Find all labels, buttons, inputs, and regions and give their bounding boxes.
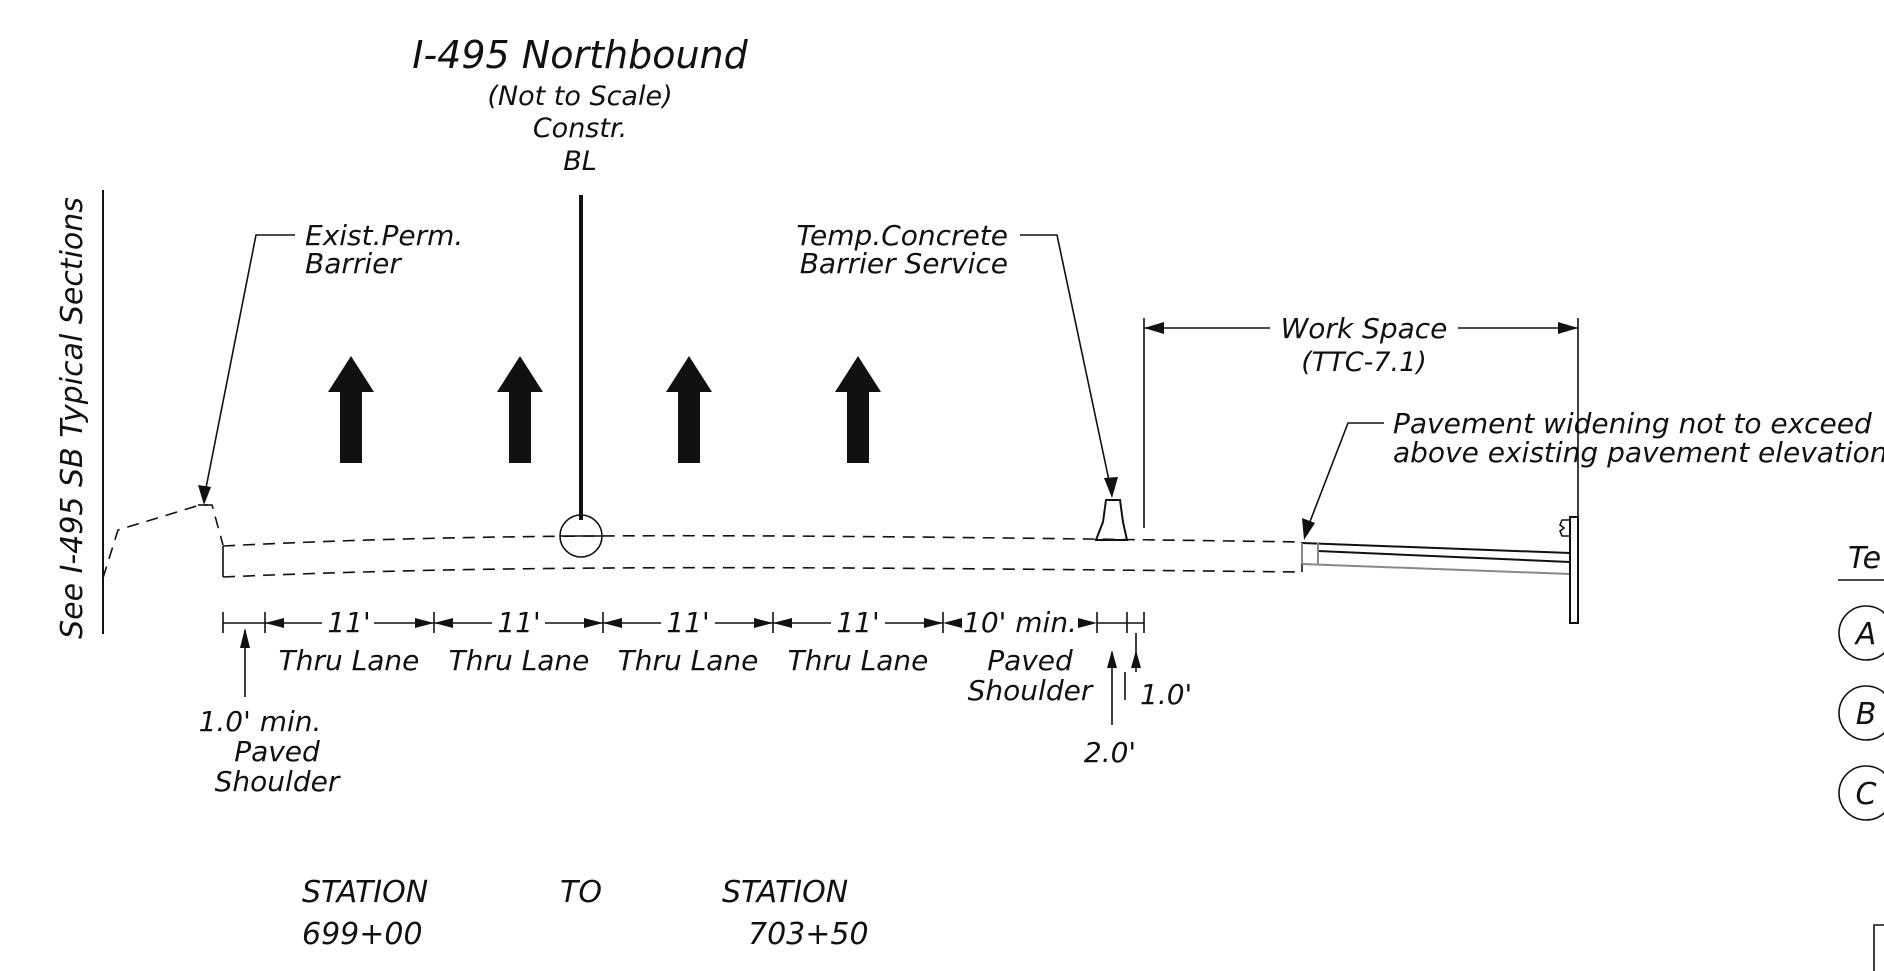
lane-2-label: Thru Lane: [449, 644, 590, 677]
offset-a-label: 1.0': [1140, 678, 1192, 711]
legend-item-c-circle: [1838, 765, 1884, 821]
lane-1-width: 11': [327, 606, 370, 639]
legend-item-b-circle: [1838, 685, 1884, 741]
work-space-arrow-right: [1558, 322, 1578, 334]
lane-4-width: 11': [836, 606, 879, 639]
legend-frame-corner: [1873, 924, 1884, 971]
pavement-widening-label: Pavement widening not to exceed: [1393, 407, 1872, 440]
station-to-word: TO: [560, 875, 602, 910]
dim-arrow: [924, 618, 943, 628]
exist-barrier-label-2: Barrier: [305, 247, 402, 280]
shoulder-label-2: Shoulder: [968, 674, 1094, 707]
legend-item-b: B: [1856, 697, 1877, 732]
pavement-bottom-existing: [222, 566, 1303, 578]
exist-barrier-label: Exist.Perm.: [305, 219, 463, 252]
left-shoulder-width: 1.0' min.: [199, 705, 322, 738]
station-to-value: 703+50: [748, 917, 869, 952]
pavement-widening-label-2: above existing pavement elevation: [1393, 436, 1884, 469]
dim-arrow: [265, 618, 284, 628]
temp-barrier-label-2: Barrier Service: [800, 247, 1008, 280]
lane-3-width: 11': [666, 606, 709, 639]
direction-arrow: [497, 356, 543, 463]
dim-arrow: [754, 618, 773, 628]
widening-subbase: [1301, 563, 1571, 575]
dim-arrow: [415, 618, 434, 628]
left-shoulder-label-2: Shoulder: [215, 765, 341, 798]
temp-barrier-label: Temp.Concrete: [796, 219, 1008, 252]
offset-b-label: 2.0': [1084, 736, 1136, 769]
dim-arrow: [434, 618, 453, 628]
direction-arrow: [835, 356, 881, 463]
legend-item-c: C: [1856, 777, 1877, 812]
legend-heading: Te: [1848, 541, 1881, 576]
legend-item-a-circle: [1838, 605, 1884, 661]
pavement-widening-leader: [1305, 422, 1384, 533]
work-space-arrow-left: [1144, 322, 1164, 334]
direction-arrow: [666, 356, 712, 463]
drawing-subtitle: (Not to Scale): [487, 81, 672, 112]
lane-2-width: 11': [497, 606, 540, 639]
existing-ground-profile: [102, 504, 224, 579]
shoulder-label: Paved: [987, 644, 1073, 677]
widening-top: [1301, 542, 1571, 554]
lane-3-label: Thru Lane: [618, 644, 759, 677]
temp-barrier-leader: [1020, 234, 1112, 491]
left-shoulder-arrowhead: [240, 628, 250, 648]
temp-barrier-arrowhead: [1104, 477, 1118, 498]
left-shoulder-label: Paved: [234, 735, 320, 768]
station-from-value: 699+00: [302, 917, 423, 952]
work-space-ttc-label: (TTC-7.1): [1301, 347, 1427, 378]
shoulder-width: 10' min.: [963, 606, 1077, 639]
dim-arrow: [943, 618, 962, 628]
lane-4-label: Thru Lane: [788, 644, 929, 677]
exist-barrier-leader: [203, 234, 295, 499]
guardrail-post: [1569, 516, 1579, 624]
drawing-title: I-495 Northbound: [412, 33, 748, 77]
offset-b-arrowhead: [1107, 650, 1117, 668]
baseline-label: BL: [563, 146, 597, 177]
pavement-top-existing: [222, 534, 1303, 547]
dim-arrow: [603, 618, 622, 628]
station-from-label: STATION: [302, 875, 428, 910]
direction-arrow: [328, 356, 374, 463]
constr-label: Constr.: [533, 113, 627, 144]
lane-1-label: Thru Lane: [279, 644, 420, 677]
offset-a-arrowhead: [1131, 650, 1141, 668]
widening-base: [1317, 550, 1571, 563]
station-to-label: STATION: [722, 875, 848, 910]
dim-arrow: [584, 618, 603, 628]
dim-arrow: [1078, 618, 1097, 628]
pavement-widening-arrowhead: [1302, 518, 1315, 540]
work-space-label: Work Space: [1281, 312, 1448, 345]
side-note: See I-495 SB Typical Sections: [55, 197, 90, 639]
temp-concrete-barrier: [1094, 499, 1129, 541]
guardrail-blockout: [1559, 519, 1570, 537]
legend-item-a: A: [1854, 617, 1877, 652]
dim-arrow: [773, 618, 792, 628]
exist-barrier-arrowhead: [198, 485, 211, 505]
